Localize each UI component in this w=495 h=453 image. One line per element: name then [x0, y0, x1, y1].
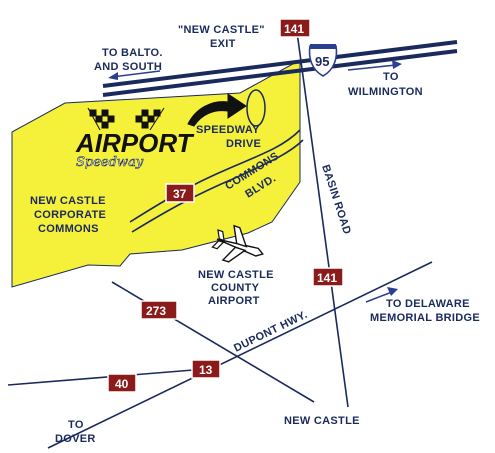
route-13-shield: 13 — [191, 359, 221, 379]
exit-label-line2: EXIT — [210, 38, 236, 50]
logo-subtitle: Speedway — [76, 155, 144, 170]
to-dover-line1: TO — [68, 419, 84, 431]
arrow-to-balto-icon — [108, 70, 161, 80]
speedway-track-oval — [246, 89, 266, 127]
svg-text:13: 13 — [199, 363, 213, 377]
checkered-flag-icon — [87, 107, 165, 131]
to-wilmington-line2: WILMINGTON — [348, 86, 423, 98]
arrow-to-wilmington-icon — [347, 60, 402, 71]
airport-speedway-logo: AIRPORT Speedway — [75, 107, 195, 170]
county-airport-line2: COUNTY — [211, 282, 260, 294]
dupont-hwy-label: DUPONT HWY. — [232, 309, 309, 355]
arrow-to-delaware-icon — [365, 287, 398, 303]
new-castle-label: NEW CASTLE — [284, 415, 360, 427]
route-141-shield-mid: 141 — [312, 267, 344, 287]
speedway-drive-line2: DRIVE — [226, 138, 261, 150]
route-273-shield: 273 — [140, 300, 178, 320]
route-40-shield: 40 — [107, 373, 137, 393]
to-balto-line1: TO BALTO. — [102, 47, 163, 59]
interstate-95-shield-icon: 95 — [308, 44, 338, 77]
to-delaware-line1: TO DELAWARE — [386, 298, 470, 310]
to-balto-line2: AND SOUTH — [94, 61, 162, 73]
svg-text:95: 95 — [315, 54, 329, 69]
corporate-commons-line1: NEW CASTLE — [30, 195, 106, 207]
basin-road-label: BASIN ROAD — [319, 163, 353, 236]
route-141-shield-top: 141 — [279, 18, 311, 38]
to-delaware-line2: MEMORIAL BRIDGE — [370, 312, 480, 324]
logo-title: AIRPORT — [75, 128, 195, 158]
speedway-arrow-icon — [187, 93, 247, 127]
county-airport-line3: AIRPORT — [208, 295, 260, 307]
svg-text:37: 37 — [173, 187, 187, 201]
speedway-drive-line1: SPEEDWAY — [196, 124, 260, 136]
corporate-commons-line2: CORPORATE — [34, 209, 106, 221]
corporate-commons-line3: COMMONS — [38, 223, 99, 235]
speedway-drive-road — [129, 129, 304, 233]
svg-text:141: 141 — [317, 271, 337, 285]
route-37-shield: 37 — [165, 183, 195, 203]
exit-label-line1: "NEW CASTLE" — [178, 24, 265, 36]
i95-highway — [102, 40, 458, 97]
basin-road — [296, 31, 349, 408]
svg-text:141: 141 — [284, 22, 304, 36]
county-airport-line1: NEW CASTLE — [198, 269, 274, 281]
dupont-highway — [47, 261, 433, 449]
airplane-icon — [211, 224, 264, 263]
to-dover-line2: DOVER — [55, 433, 96, 445]
svg-text:40: 40 — [115, 377, 129, 391]
svg-text:273: 273 — [146, 304, 166, 318]
to-wilmington-line1: TO — [383, 71, 399, 83]
